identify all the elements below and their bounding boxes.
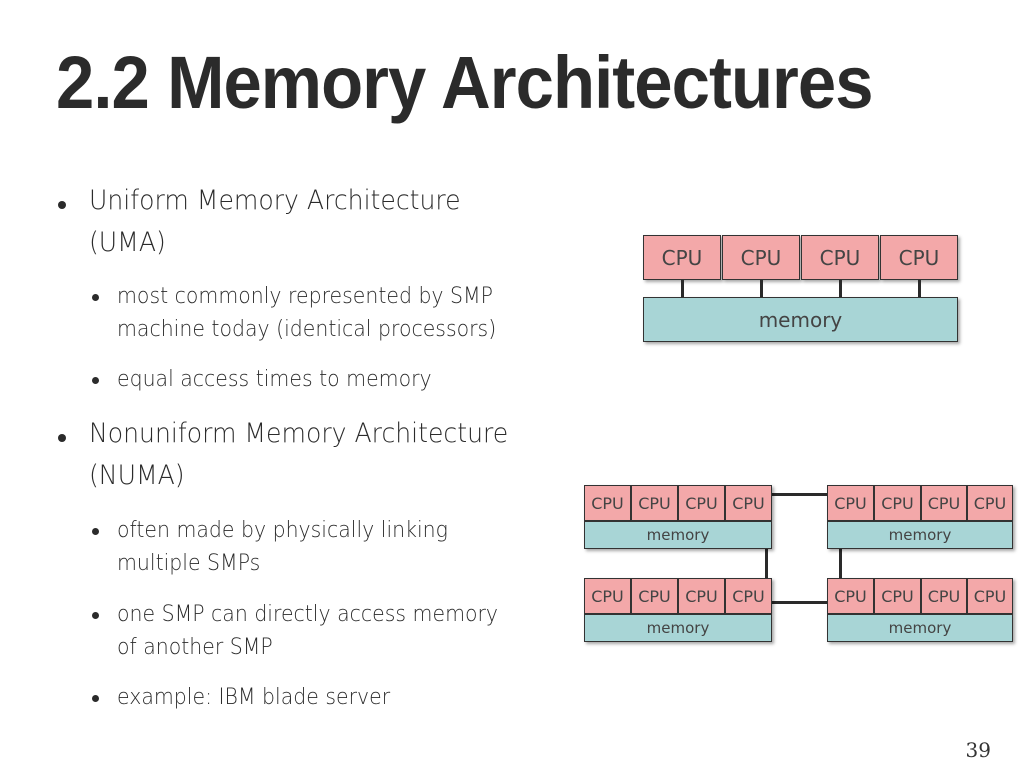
uma-cpu-box: CPU (880, 235, 958, 280)
numa-cpu-box: CPU (678, 578, 725, 614)
bullet-dot (58, 201, 66, 209)
numa-cpu-box: CPU (725, 485, 772, 521)
sub-bullet-uma-1-line2: machine today (identical processors) (117, 317, 497, 342)
bullet-dot (58, 434, 66, 442)
numa-memory-box: memory (827, 614, 1013, 642)
uma-cpu-box: CPU (801, 235, 879, 280)
numa-cpu-box: CPU (967, 578, 1013, 614)
numa-link-line (839, 508, 842, 592)
numa-cpu-box: CPU (631, 578, 678, 614)
numa-cpu-box: CPU (584, 485, 631, 521)
sub-bullet-uma-1-line1: most commonly represented by SMP (117, 284, 494, 309)
sub-bullet-numa-2-line1: one SMP can directly access memory (117, 602, 499, 627)
sub-bullet-numa-3: example: IBM blade server (117, 685, 391, 710)
sub-bullet-dot (92, 528, 99, 535)
bullet-numa-line2: (NUMA) (89, 460, 185, 491)
sub-bullet-uma-2: equal access times to memory (117, 367, 432, 392)
bullet-uma-line1: Uniform Memory Architecture (89, 185, 461, 216)
numa-cpu-box: CPU (827, 485, 874, 521)
uma-bus-line (760, 280, 763, 297)
numa-cpu-box: CPU (678, 485, 725, 521)
numa-cpu-box: CPU (584, 578, 631, 614)
sub-bullet-dot (92, 612, 99, 619)
numa-memory-box: memory (827, 521, 1013, 549)
numa-cpu-box: CPU (827, 578, 874, 614)
sub-bullet-numa-2-line2: of another SMP (117, 635, 273, 660)
numa-link-line (765, 507, 768, 592)
sub-bullet-numa-1-line1: often made by physically linking (117, 518, 448, 543)
sub-bullet-numa-1-line2: multiple SMPs (117, 551, 261, 576)
numa-cpu-box: CPU (967, 485, 1013, 521)
numa-cpu-box: CPU (874, 485, 921, 521)
slide-title: 2.2 Memory Architectures (56, 41, 874, 124)
uma-memory-box: memory (643, 297, 958, 342)
numa-cpu-box: CPU (725, 578, 772, 614)
numa-memory-box: memory (584, 521, 772, 549)
page-number: 39 (965, 738, 991, 762)
sub-bullet-dot (92, 377, 99, 384)
bullet-uma-line2: (UMA) (89, 227, 166, 258)
numa-link-line (766, 601, 836, 604)
numa-cpu-box: CPU (874, 578, 921, 614)
sub-bullet-dot (92, 294, 99, 301)
numa-memory-box: memory (584, 614, 772, 642)
uma-cpu-box: CPU (643, 235, 721, 280)
sub-bullet-dot (92, 695, 99, 702)
uma-bus-line (918, 280, 921, 297)
numa-cpu-box: CPU (631, 485, 678, 521)
numa-cpu-box: CPU (921, 485, 967, 521)
uma-bus-line (839, 280, 842, 297)
numa-link-line (766, 493, 836, 496)
uma-cpu-box: CPU (722, 235, 800, 280)
bullet-numa-line1: Nonuniform Memory Architecture (89, 418, 509, 449)
numa-cpu-box: CPU (921, 578, 967, 614)
uma-bus-line (681, 280, 684, 297)
